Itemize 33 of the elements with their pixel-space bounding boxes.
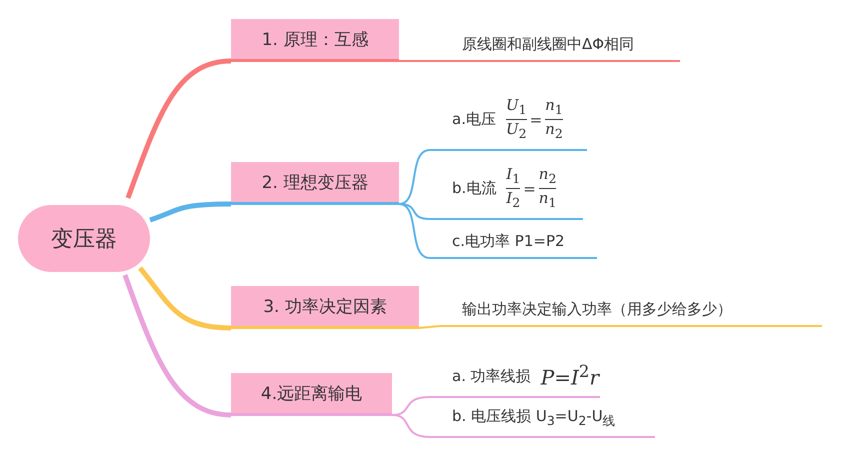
topic-box: 1. 原理：互感	[231, 19, 399, 62]
item-text: 输出功率决定输入功率（用多少给多少）	[462, 300, 732, 319]
topic-box: 4.远距离输电	[231, 373, 392, 416]
formula-term: n$_{1}$	[538, 189, 556, 212]
branch-line	[126, 58, 232, 199]
branch-line	[398, 203, 430, 220]
formula-term: =	[530, 110, 542, 128]
item-text: a. 功率线损	[452, 366, 531, 386]
topic-box: 3. 功率决定因素	[231, 286, 419, 329]
formula-term: I$_{2}$	[506, 189, 520, 212]
branch-line	[149, 202, 232, 222]
item-text: 原线圈和副线圈中ΔΦ相同	[462, 35, 634, 54]
formula: P=I$^{2}$r	[540, 362, 600, 390]
formula-term: =	[523, 180, 536, 198]
branch-line	[392, 414, 430, 438]
formula-term: I$_{1}$	[506, 165, 520, 189]
branch-line	[398, 149, 430, 205]
formula-term: n$_{1}$	[545, 96, 563, 120]
formula-term: U$_{1}$	[506, 96, 527, 120]
formula-term: U$_{2}$	[506, 120, 527, 143]
topic-box: 2. 理想变压器	[231, 162, 399, 205]
branch-line	[122, 274, 232, 418]
item-text: b. 电压线损 U$_{3}$=U$_{2}$-U$_{线}$	[452, 407, 616, 430]
item-text: b.电流	[452, 179, 496, 198]
formula-term: n$_{2}$	[538, 165, 556, 189]
branch-line	[418, 325, 440, 329]
branch-line	[138, 266, 232, 330]
branch-line	[399, 60, 440, 62]
item-text: c.电功率 P1=P2	[452, 232, 565, 251]
item-text: a.电压	[452, 110, 496, 129]
formula-term: n$_{2}$	[545, 120, 563, 143]
branch-line	[398, 203, 430, 259]
central-topic: 变压器	[18, 205, 150, 272]
